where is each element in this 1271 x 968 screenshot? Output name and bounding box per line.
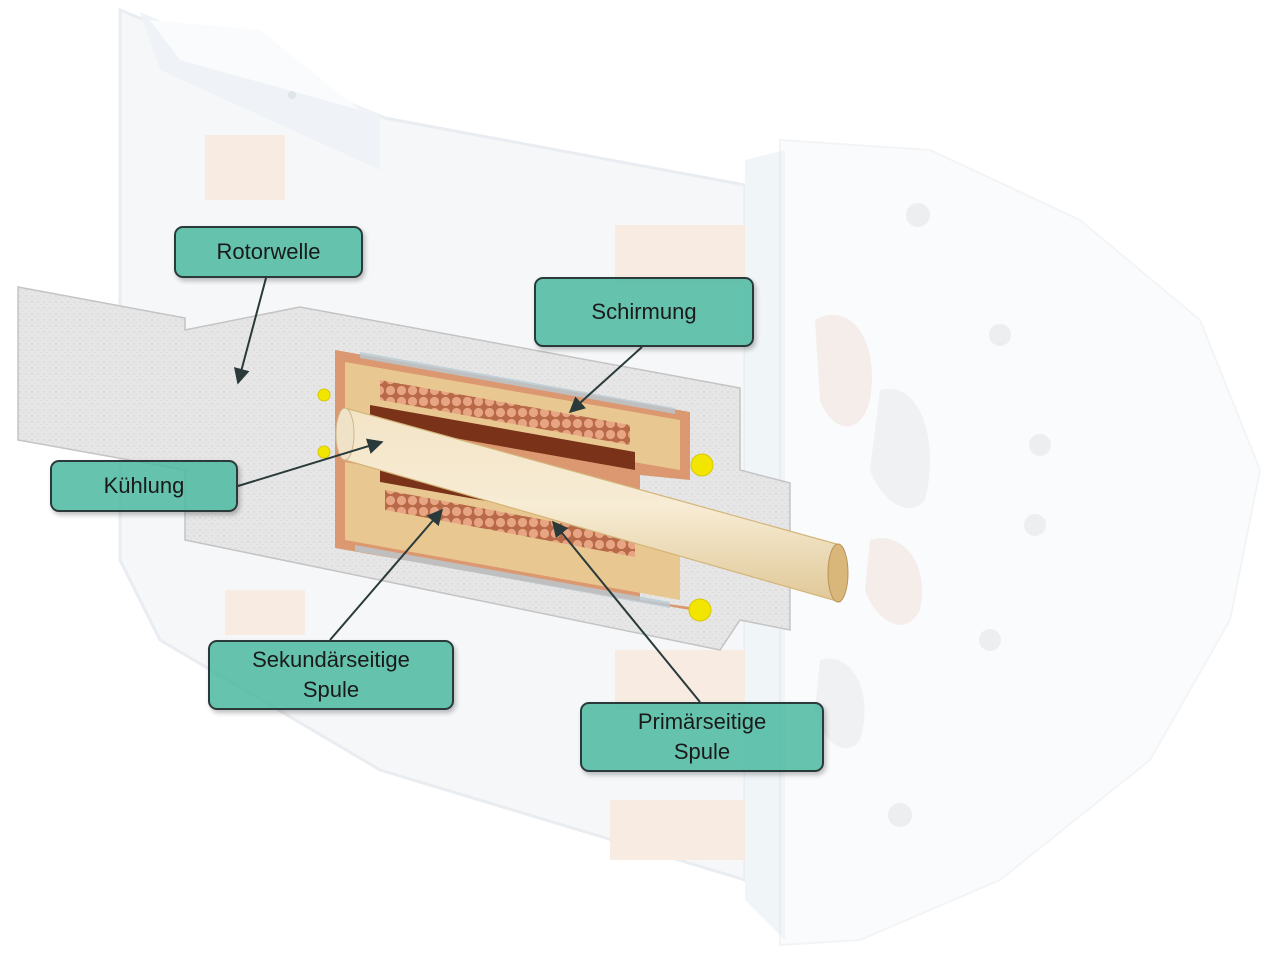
leader-schirmung	[568, 346, 643, 414]
leader-primaer	[551, 520, 701, 703]
end-plate	[779, 138, 1262, 947]
label-schirmung: Schirmung	[534, 277, 754, 347]
label-rotorwelle: Rotorwelle	[174, 226, 363, 278]
leader-sekundaer	[329, 508, 444, 641]
label-primaer-line2: Spule	[673, 739, 731, 764]
leader-kuehlung	[237, 438, 384, 487]
label-primaer-line1: Primärseitige	[637, 709, 767, 734]
leader-lines	[233, 277, 701, 703]
label-rotorwelle-text: Rotorwelle	[216, 239, 321, 264]
label-primaerseitige-spule: Primärseitige Spule	[580, 702, 824, 772]
label-sekundaer-line2: Spule	[302, 677, 360, 702]
label-sekundaerseitige-spule: Sekundärseitige Spule	[208, 640, 454, 710]
leader-rotorwelle	[233, 277, 267, 385]
label-kuehlung: Kühlung	[50, 460, 238, 512]
label-kuehlung-text: Kühlung	[103, 473, 185, 498]
label-schirmung-text: Schirmung	[591, 299, 697, 324]
label-sekundaer-line1: Sekundärseitige	[252, 647, 410, 672]
cooling-tube	[335, 407, 849, 603]
